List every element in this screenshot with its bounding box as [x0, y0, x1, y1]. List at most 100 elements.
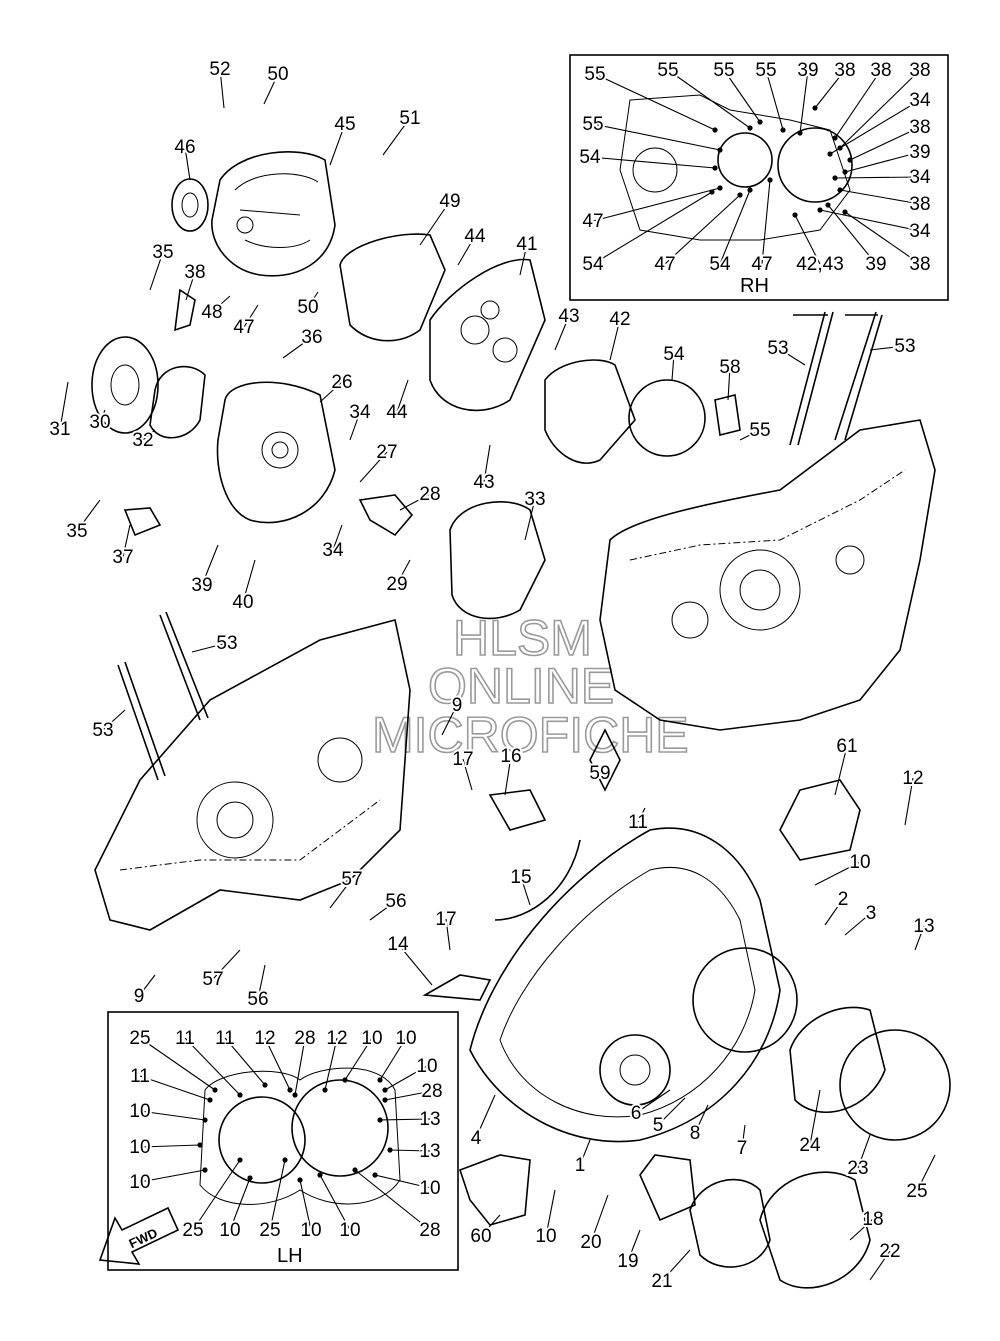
inset-lh: LH [107, 1011, 459, 1271]
leader-line [102, 709, 126, 731]
part-number-label: 13 [419, 1109, 440, 1130]
leader-line [269, 1159, 286, 1231]
part-number-label: 38 [184, 262, 205, 283]
part-number-label: 16 [500, 746, 521, 767]
part-number-label: 55 [582, 114, 603, 135]
leader-line [445, 918, 451, 951]
part-number-label: 34 [909, 221, 931, 242]
part-number-label: 4 [471, 1128, 482, 1149]
leader-line [374, 1174, 431, 1189]
leader-line [344, 1037, 373, 1081]
part-number-label: 53 [767, 338, 788, 359]
part-number-label: 43 [473, 472, 494, 493]
leader-dot [737, 192, 743, 198]
part-number-label: 34 [909, 90, 931, 111]
inset-rh: RH [569, 54, 949, 301]
leader-line [814, 69, 846, 109]
part-number-label: 10 [300, 1220, 321, 1241]
part-number-label: 45 [334, 114, 355, 135]
leader-dot [747, 125, 753, 131]
leader-line [592, 123, 721, 151]
part-number-label: 55 [749, 420, 770, 441]
part-number-label: 22 [879, 1241, 900, 1262]
leader-line [59, 381, 69, 430]
leader-line [799, 69, 809, 134]
part-number-label: 39 [191, 575, 212, 596]
leader-dot [377, 1077, 383, 1083]
part-number-label: 12 [902, 768, 923, 789]
part-number-label: 25 [259, 1220, 280, 1241]
leader-line [229, 1177, 251, 1231]
leader-line [524, 498, 536, 541]
part-number-label: 10 [416, 1056, 437, 1077]
leader-line [592, 191, 713, 265]
watermark-line1: HLSM [453, 610, 592, 666]
leader-line [242, 559, 256, 603]
leader-dot [827, 151, 833, 157]
leader-line [139, 1075, 211, 1101]
leader-line [834, 69, 882, 139]
leader-line [657, 1097, 686, 1126]
leader-line [379, 1118, 431, 1121]
part-number-label: 51 [399, 108, 420, 129]
leader-dot [797, 130, 803, 136]
part-number-label: 57 [341, 869, 362, 890]
leader-line [661, 1249, 691, 1282]
leader-line [834, 745, 848, 796]
part-number-label: 9 [452, 695, 463, 716]
part-number-label: 46 [174, 137, 195, 158]
part-number-label: 40 [232, 592, 253, 613]
leader-line [483, 444, 491, 483]
leader-line [257, 964, 266, 1000]
part-number-label: 13 [419, 1141, 440, 1162]
part-number-label: 55 [755, 60, 776, 81]
part-number-label: 31 [49, 419, 70, 440]
inset-lh-frame [107, 1011, 459, 1271]
leader-line [139, 1144, 201, 1148]
leader-line [814, 861, 861, 886]
part-number-label: 35 [66, 521, 87, 542]
leader-dot [382, 1097, 388, 1103]
leader-line [819, 209, 921, 232]
leader-dot [387, 1147, 393, 1153]
part-number-label: 47 [233, 317, 254, 338]
part-number-label: 28 [294, 1028, 315, 1049]
leader-line [667, 69, 751, 129]
leader-dot [832, 135, 838, 141]
leader-dot [767, 177, 773, 183]
leader-line [307, 291, 319, 308]
leader-line [76, 499, 101, 532]
leader-line [457, 235, 476, 266]
leader-line [664, 194, 741, 265]
leader-dot [837, 187, 843, 193]
leader-line [294, 1037, 306, 1096]
leader-line [844, 211, 921, 265]
leader-line [916, 1154, 936, 1192]
part-number-label: 10 [395, 1028, 416, 1049]
part-number-label: 10 [219, 1220, 240, 1241]
part-number-label: 44 [464, 226, 486, 247]
leader-line [359, 451, 388, 483]
part-number-label: 36 [301, 327, 322, 348]
part-number-label: 56 [385, 891, 406, 912]
leader-line [389, 1149, 431, 1152]
part-number-label: 35 [152, 242, 173, 263]
leader-lines [59, 68, 936, 1282]
part-number-label: 53 [894, 336, 915, 357]
leader-line [839, 69, 921, 149]
part-number-label: 33 [524, 489, 545, 510]
part-number-label: 28 [419, 484, 440, 505]
part-number-label: 38 [909, 117, 930, 138]
leader-line [219, 68, 225, 109]
part-number-label: 41 [516, 234, 537, 255]
part-number-label: 44 [386, 402, 408, 423]
leader-line [201, 544, 219, 586]
part-drawings [91, 151, 951, 1289]
leader-dot [282, 1157, 288, 1163]
part-number-label: 60 [470, 1226, 491, 1247]
leader-line [579, 1139, 591, 1166]
leader-line [399, 493, 431, 511]
leader-dot [372, 1172, 378, 1178]
leader-line [849, 1218, 874, 1241]
